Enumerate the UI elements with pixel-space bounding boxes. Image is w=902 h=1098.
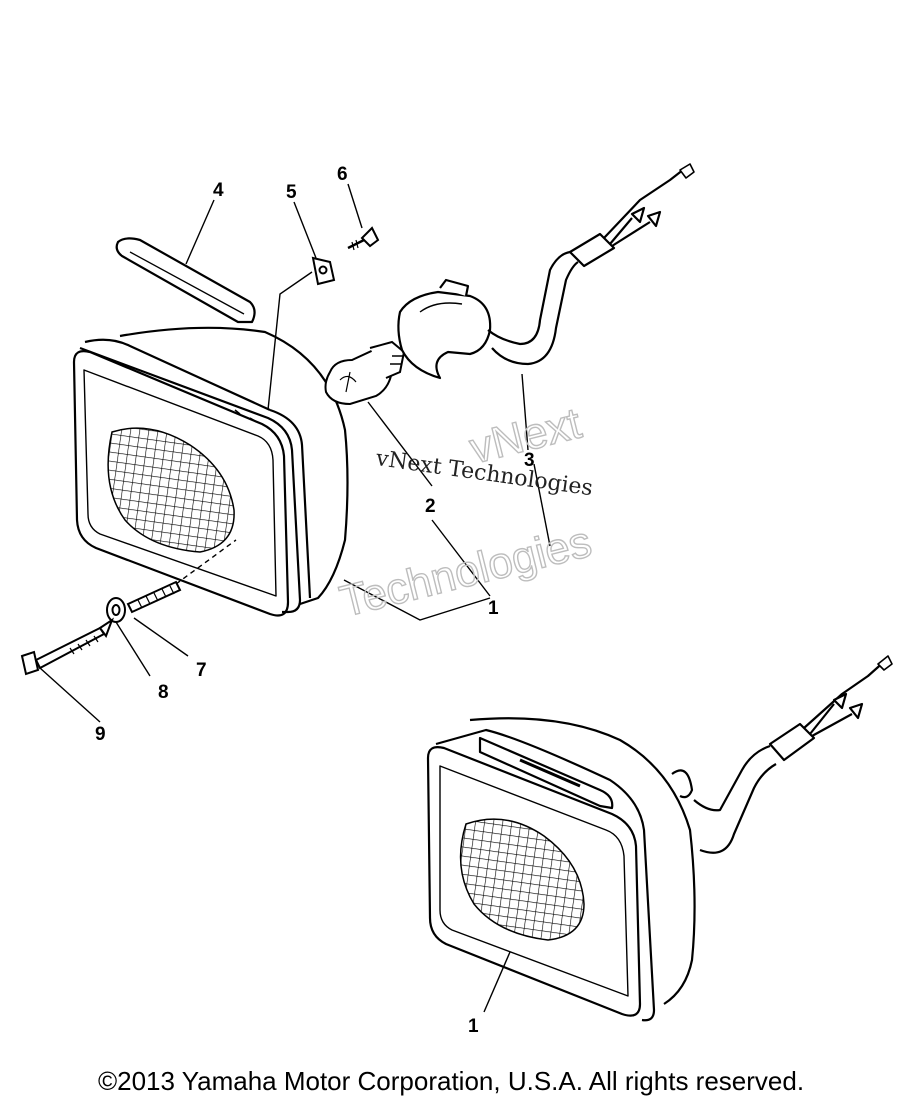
callout-2: 2 (425, 496, 436, 517)
callout-9: 9 (95, 724, 106, 745)
callout-7: 7 (196, 660, 207, 681)
headlight-upper (72, 326, 349, 617)
leader-lines (39, 183, 551, 723)
watermark: vNext Technologies vNext Technologies (334, 398, 596, 627)
callout-3: 3 (524, 450, 535, 471)
screw-part-6 (347, 226, 380, 251)
callout-8: 8 (158, 682, 169, 703)
leader-line-lower (483, 951, 511, 1013)
socket-harness-part-3 (397, 163, 695, 380)
tapping-screw-part-7 (126, 580, 182, 614)
callout-6: 6 (337, 164, 348, 185)
washer-part-8 (106, 597, 126, 623)
headlight-lower (426, 655, 893, 1022)
lens-grid-lower (459, 818, 585, 941)
trim-strip-part-4 (115, 237, 256, 324)
bulb-part-2 (324, 340, 406, 406)
clip-nut-part-5 (311, 256, 336, 286)
callout-5: 5 (286, 182, 297, 203)
callout-1-lower: 1 (468, 1016, 479, 1037)
bolt-part-9 (20, 617, 115, 676)
callout-4: 4 (213, 180, 224, 201)
callout-1: 1 (488, 598, 499, 619)
watermark-line-2: Technologies (335, 517, 596, 627)
copyright-notice: ©2013 Yamaha Motor Corporation, U.S.A. A… (97, 1066, 805, 1096)
lens-grid-upper (107, 427, 235, 553)
